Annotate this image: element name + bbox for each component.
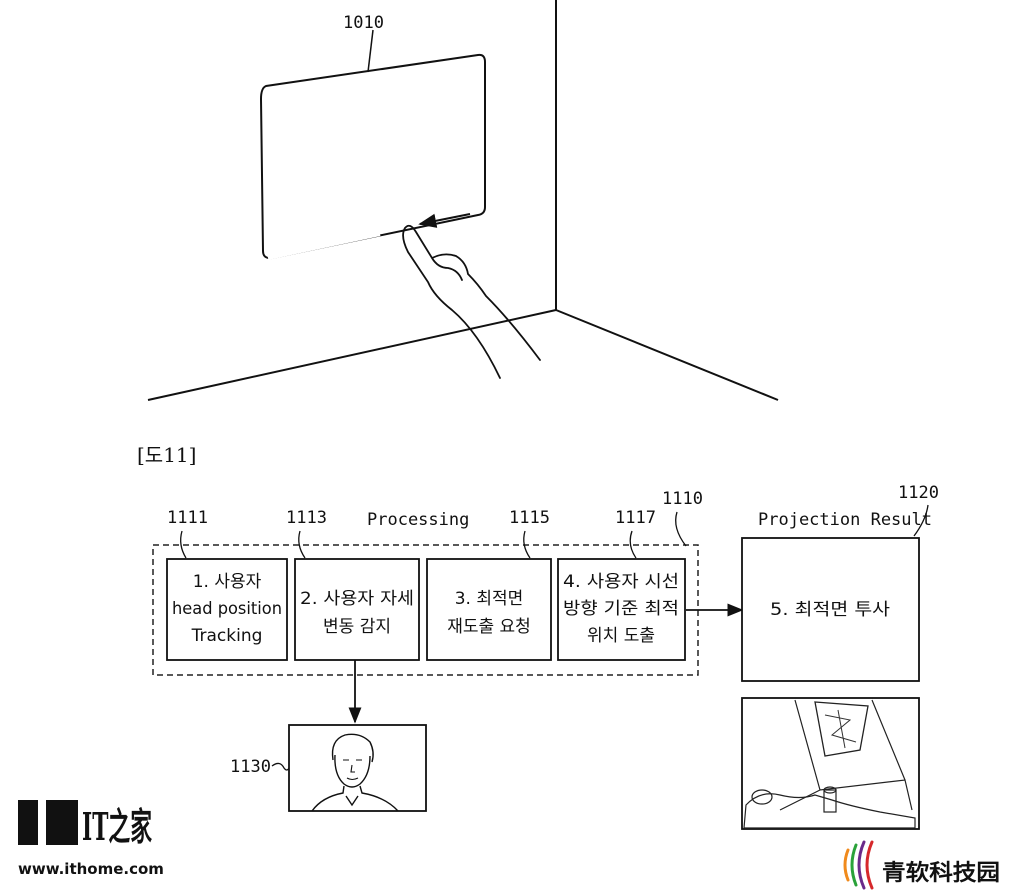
step-4-line-1: 4. 사용자 시선 (563, 572, 679, 592)
room-scene: 1010 (147, 0, 779, 401)
photo-person-lying (743, 793, 916, 829)
floor-right-line (555, 309, 779, 401)
hand-drawing (402, 224, 541, 379)
step-3-line-1: 3. 최적면 (455, 589, 524, 609)
projection-box (741, 537, 920, 682)
photo-projected-scribble (824, 709, 857, 749)
projection-title: Projection Result (758, 510, 932, 530)
leader-1117 (629, 530, 637, 559)
leader-1113 (298, 530, 306, 559)
step-4-line-2: 방향 기준 최적 (563, 599, 679, 619)
leader-1111 (180, 530, 187, 559)
step-1-ref: 1111 (167, 508, 208, 528)
touch-arrow (418, 213, 471, 228)
processing-title: Processing (367, 510, 469, 530)
qingruan-logo-icon (843, 840, 874, 890)
step-1-line-3: Tracking (191, 626, 263, 646)
portrait-face (334, 754, 371, 788)
qingruan-text: 青软科技园 (882, 860, 1000, 886)
step-2-line-2: 변동 감지 (323, 617, 391, 637)
step-2-line-1: 2. 사용자 자세 (300, 589, 414, 609)
camera-ref: 1130 (230, 757, 271, 777)
processing-group: Processing 1110 1. 사용자 head position Tra… (152, 489, 703, 676)
ithome-logo-text: IT之家 (82, 804, 152, 849)
leader-1130 (271, 762, 290, 771)
photo-projected-image (814, 701, 869, 757)
photo-projector-device (823, 789, 837, 813)
projection-result: Projection Result 1120 5. 최적면 투사 (741, 483, 939, 830)
figure-number: [도11] (137, 443, 196, 467)
step-box-4 (557, 558, 686, 661)
step-3-ref: 1115 (509, 508, 550, 528)
screen-ref-label: 1010 (343, 13, 384, 33)
photo-projector-lens (823, 786, 837, 794)
step-box-3 (426, 558, 552, 661)
portrait-hair (331, 733, 374, 763)
camera-image: 1130 (230, 724, 427, 812)
projection-photo (741, 697, 920, 830)
leader-1115 (523, 530, 531, 559)
ithome-url: www.ithome.com (18, 860, 164, 878)
step-1-line-1: 1. 사용자 (193, 572, 262, 592)
portrait-features (343, 759, 362, 781)
step-1-line-2: head position (172, 599, 282, 619)
ithome-logo-cut (38, 800, 46, 845)
step-3-line-2: 재도출 요청 (447, 617, 531, 637)
leader-1010 (367, 29, 374, 73)
projection-ref: 1120 (898, 483, 939, 503)
step-4-ref: 1117 (615, 508, 656, 528)
photo-head (751, 789, 773, 805)
leader-1110 (675, 511, 687, 547)
ithome-logo-block (18, 800, 78, 845)
group-ref-label: 1110 (662, 489, 703, 509)
person-portrait (311, 733, 399, 812)
ithome-watermark: IT之家 www.ithome.com (18, 800, 164, 878)
step-box-2 (294, 558, 420, 661)
qingruan-watermark: 青软科技园 (843, 840, 1000, 890)
step-2-ref: 1113 (286, 508, 327, 528)
projected-screen (259, 53, 486, 260)
step-4-line-3: 위치 도출 (587, 626, 655, 646)
leader-1120 (913, 504, 929, 537)
camera-frame (288, 724, 427, 812)
projection-photo-frame (741, 697, 920, 830)
portrait-shoulders (311, 785, 399, 812)
step-box-1 (166, 558, 288, 661)
floor-left-line (147, 309, 557, 401)
photo-room-lines (779, 699, 913, 811)
projection-text: 5. 최적면 투사 (770, 600, 890, 620)
screen-lower-gap (267, 232, 381, 260)
